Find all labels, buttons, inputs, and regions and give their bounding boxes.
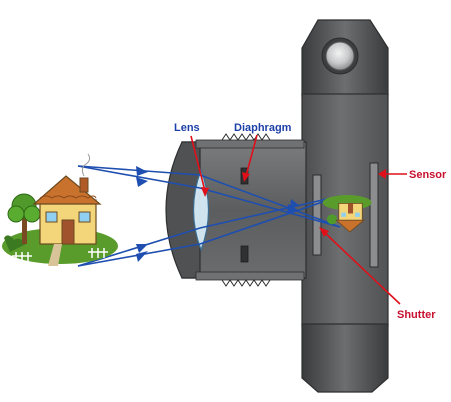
- shutter-plate: [312, 174, 322, 256]
- sensor-plate: [369, 162, 379, 268]
- diaphragm-label: Diaphragm: [234, 122, 292, 134]
- label-pointers: [190, 134, 407, 305]
- sensor-label: Sensor: [409, 169, 447, 181]
- house-icon: [2, 153, 118, 266]
- shutter-label: Shutter: [397, 309, 436, 321]
- lens-label: Lens: [174, 122, 200, 134]
- inverted-house-icon: [322, 195, 372, 233]
- diaphragm-blade-bottom: [240, 245, 249, 263]
- barrel-threads-top: [221, 133, 271, 141]
- ray-arrowheads: [136, 166, 300, 262]
- light-rays: [77, 165, 341, 267]
- barrel-threads-bottom: [221, 279, 271, 287]
